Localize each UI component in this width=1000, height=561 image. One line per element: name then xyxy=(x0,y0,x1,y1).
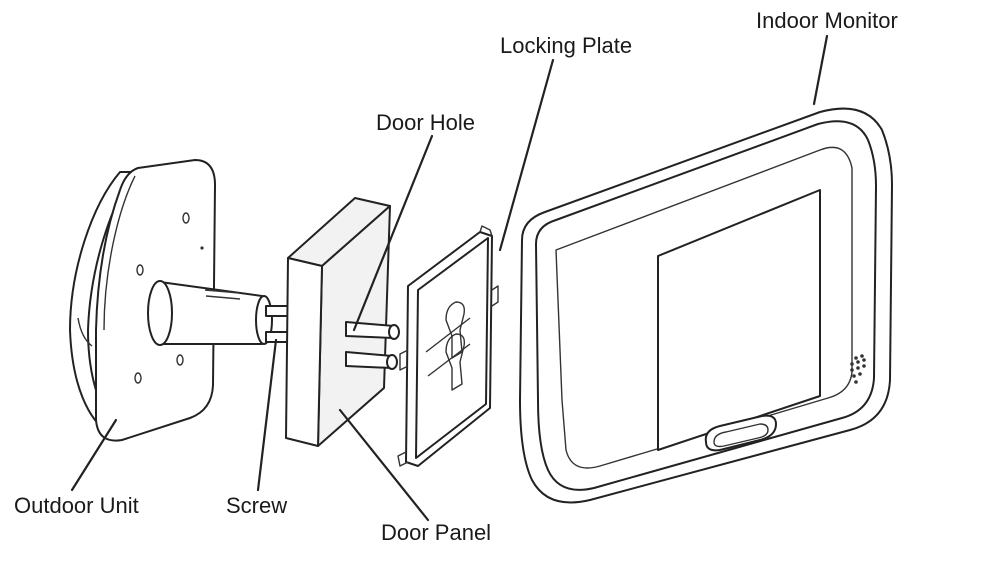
label-door-hole: Door Hole xyxy=(376,110,476,135)
locking-plate xyxy=(397,225,499,467)
label-screw: Screw xyxy=(226,493,288,518)
outdoor-unit xyxy=(69,159,291,442)
screws xyxy=(345,321,400,370)
speaker-grille xyxy=(850,354,866,384)
label-indoor-monitor: Indoor Monitor xyxy=(756,8,898,33)
indoor-monitor xyxy=(519,107,893,504)
door-panel xyxy=(285,197,391,447)
label-locking-plate: Locking Plate xyxy=(500,33,633,58)
leader-lines xyxy=(70,34,829,522)
label-outdoor-unit: Outdoor Unit xyxy=(14,493,139,518)
label-door-panel: Door Panel xyxy=(381,520,492,545)
